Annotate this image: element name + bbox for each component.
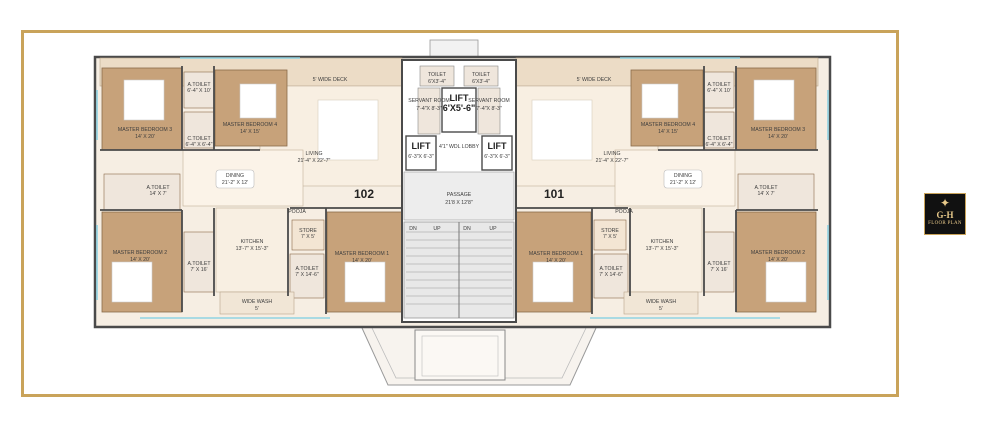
- flat-101-mb3-name: MASTER BEDROOM 3: [751, 127, 805, 133]
- flat-102-wash-name: WIDE WASH: [242, 299, 273, 305]
- flat-102-pooja: POOJA: [288, 209, 306, 215]
- flat-101-mb1-name: MASTER BEDROOM 1: [529, 251, 583, 257]
- flat-101-wash-name: WIDE WASH: [646, 299, 677, 305]
- compass-icon: ✦: [939, 196, 951, 210]
- servant-right-size: 7'-4"X 8'-3": [476, 106, 502, 112]
- flat-102-mb4-size: 14' X 15': [240, 129, 260, 135]
- flat-101-toilet-c-size: 14' X 7': [758, 191, 775, 197]
- flat-102-mb4-name: MASTER BEDROOM 4: [223, 122, 277, 128]
- stair-dn-left: DN: [409, 226, 417, 232]
- lobby-name: 4'1" WDL LOBBY: [439, 144, 480, 150]
- flat-102-mb1-name: MASTER BEDROOM 1: [335, 251, 389, 257]
- flat-101-mb4-name: MASTER BEDROOM 4: [641, 122, 695, 128]
- flat-101-toilet-d-name: A.TOILET: [708, 261, 732, 267]
- flat-102-living-name: LIVING: [305, 151, 322, 157]
- flat-102: [96, 57, 403, 319]
- flat-101-wash-size: 5': [659, 306, 663, 312]
- flat-101-toilet-d-size: 7' X 16': [711, 267, 728, 273]
- flat-102-mb2-name: MASTER BEDROOM 2: [113, 250, 167, 256]
- flat-102-mb3-name: MASTER BEDROOM 3: [118, 127, 172, 133]
- flat-102-number: 102: [354, 187, 374, 201]
- flat-102-mb2-size: 14' X 20': [130, 257, 150, 263]
- flat-101-store-size: 7' X 5': [603, 234, 617, 240]
- flat-101-toilet-a-name: A.TOILET: [708, 82, 732, 88]
- flat-101-toilet-e-name: A.TOILET: [600, 266, 624, 272]
- servant-left-size: 7'-4"X 8'-3": [416, 106, 442, 112]
- entrance-steps: [361, 39, 597, 386]
- flat-101-toilet-a-size: 6'-4" X 10': [707, 88, 730, 94]
- core-toilet-left-name: TOILET: [428, 72, 447, 78]
- flat-102-toilet-e-name: A.TOILET: [296, 266, 320, 272]
- lift-left-name: LIFT: [412, 141, 431, 151]
- flat-102-wash-size: 5': [255, 306, 259, 312]
- flat-101-deck: 5' WIDE DECK: [577, 77, 612, 83]
- flat-101-pooja: POOJA: [615, 209, 633, 215]
- flat-102-kitchen-name: KITCHEN: [241, 239, 264, 245]
- flat-102-toilet-a-name: A.TOILET: [188, 82, 212, 88]
- stair-up-right: UP: [489, 226, 497, 232]
- badge-title: G-H: [936, 210, 954, 220]
- badge-subtitle: FLOOR PLAN: [928, 221, 962, 226]
- flat-101: [515, 57, 829, 319]
- flat-101-living-name: LIVING: [603, 151, 620, 157]
- flat-102-mb1-size: 14' X 20': [352, 258, 372, 264]
- flat-102-toilet-c-name: A.TOILET: [147, 185, 171, 191]
- flat-102-living-size: 21'-4" X 22'-7": [298, 158, 331, 164]
- lift-top-size: 6'X5'-6": [443, 103, 476, 113]
- flat-101-kitchen-name: KITCHEN: [651, 239, 674, 245]
- core: [401, 59, 517, 323]
- stair-dn-right: DN: [463, 226, 471, 232]
- servant-left-name: SERVANT ROOM: [408, 98, 450, 104]
- flat-101-mb2-size: 14' X 20': [768, 257, 788, 263]
- flat-102-toilet-b-name: C.TOILET: [187, 136, 211, 142]
- lift-right-size: 6'-3"X 6'-3": [484, 154, 510, 160]
- flat-101-toilet-b-name: C.TOILET: [707, 136, 731, 142]
- plan-frame: [21, 30, 899, 397]
- flat-101-mb2-name: MASTER BEDROOM 2: [751, 250, 805, 256]
- flat-102-toilet-d-name: A.TOILET: [188, 261, 212, 267]
- flat-102-dining-name: DINING: [226, 173, 244, 179]
- lift-top-name: LIFT: [450, 93, 469, 103]
- flat-102-deck: 5' WIDE DECK: [313, 77, 348, 83]
- core-toilet-left-size: 6'X3'-4": [428, 79, 446, 85]
- core-toilet-right-name: TOILET: [472, 72, 491, 78]
- flat-102-store-size: 7' X 5': [301, 234, 315, 240]
- flat-102-dining-size: 21'-2" X 12': [222, 180, 248, 186]
- flat-102-kitchen-size: 13'-7" X 15'-3": [236, 246, 269, 252]
- passage-name: PASSAGE: [447, 192, 472, 198]
- flat-102-toilet-e-size: 7' X 14'-6": [295, 272, 319, 278]
- flat-102-store-name: STORE: [299, 228, 317, 234]
- passage-size: 21'8 X 12'8": [445, 200, 473, 206]
- flat-101-mb1-size: 14' X 20': [546, 258, 566, 264]
- flat-101-mb4-size: 14' X 15': [658, 129, 678, 135]
- flat-101-dining-size: 21'-2" X 12': [670, 180, 696, 186]
- stair-up-left: UP: [433, 226, 441, 232]
- flat-101-number: 101: [544, 187, 564, 201]
- flat-101-dining-name: DINING: [674, 173, 692, 179]
- flat-101-toilet-c-name: A.TOILET: [755, 185, 779, 191]
- flat-101-toilet-b-size: 6'-4" X 6'-4": [705, 142, 732, 148]
- servant-right-name: SERVANT ROOM: [468, 98, 510, 104]
- floor-plan-badge: ✦ G-H FLOOR PLAN: [924, 193, 966, 235]
- flat-101-kitchen-size: 13'-7" X 15'-3": [646, 246, 679, 252]
- flat-101-mb3-size: 14' X 20': [768, 134, 788, 140]
- lift-left-size: 6'-3"X 6'-3": [408, 154, 434, 160]
- flat-102-toilet-a-size: 6'-4" X 10': [187, 88, 210, 94]
- flat-102-toilet-d-size: 7' X 16': [191, 267, 208, 273]
- flat-102-toilet-b-size: 6'-4" X 6'-4": [185, 142, 212, 148]
- flat-101-toilet-e-size: 7' X 14'-6": [599, 272, 623, 278]
- lift-right-name: LIFT: [488, 141, 507, 151]
- flat-102-toilet-c-size: 14' X 7': [150, 191, 167, 197]
- flat-101-store-name: STORE: [601, 228, 619, 234]
- flat-102-mb3-size: 14' X 20': [135, 134, 155, 140]
- flat-101-living-size: 21'-4" X 22'-7": [596, 158, 629, 164]
- core-toilet-right-size: 6'X3'-4": [472, 79, 490, 85]
